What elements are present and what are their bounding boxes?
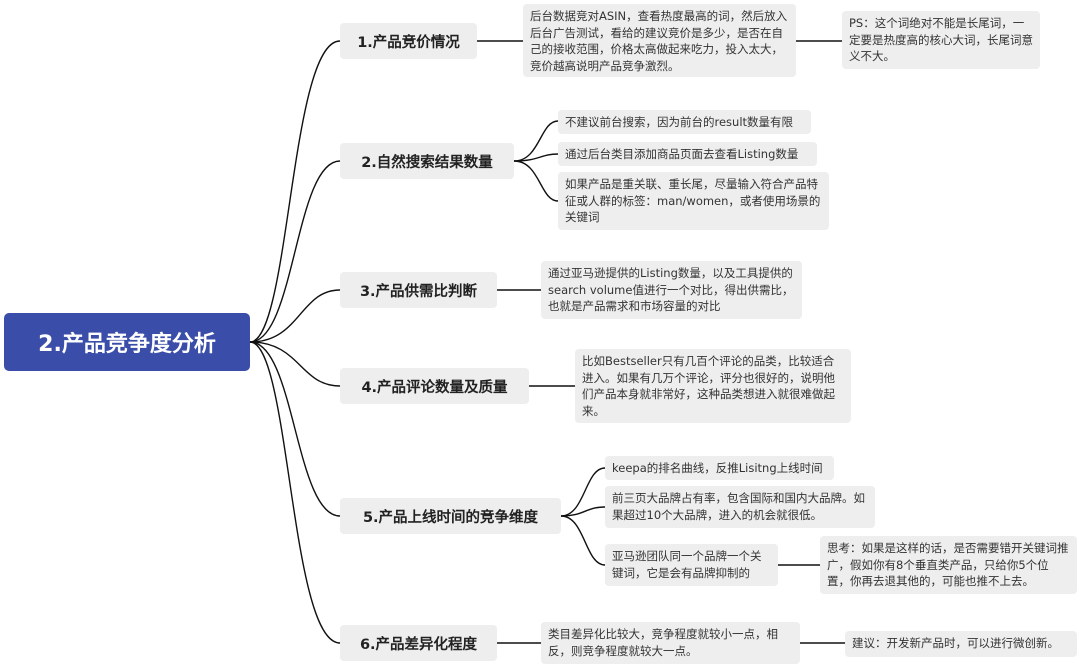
branch-topic-3[interactable]: 3.产品供需比判断 xyxy=(340,272,497,308)
leaf-topic-2-3[interactable]: 如果产品是重关联、重长尾，尽量输入符合产品特征或人群的标签：man/women，… xyxy=(558,172,829,230)
branch-topic-4[interactable]: 4.产品评论数量及质量 xyxy=(340,368,529,404)
root-topic[interactable]: 2.产品竞争度分析 xyxy=(4,313,250,371)
leaf-topic-5-1[interactable]: keepa的排名曲线，反推Lisitng上线时间 xyxy=(605,456,834,480)
leaf-topic-2-2[interactable]: 通过后台类目添加商品页面去查看Listing数量 xyxy=(558,142,817,166)
leaf-topic-3-1[interactable]: 通过亚马逊提供的Listing数量，以及工具提供的search volume值进… xyxy=(541,261,802,319)
connector-branch-2-leaf-2 xyxy=(513,153,559,162)
note-topic-1[interactable]: PS：这个词绝对不能是长尾词，一定要是热度高的核心大词，长尾词意义不大。 xyxy=(842,11,1040,69)
connector-branch-2-leaf-1 xyxy=(513,120,559,162)
branch-topic-1[interactable]: 1.产品竞价情况 xyxy=(340,23,477,59)
leaf-topic-1-1[interactable]: 后台数据竞对ASIN，查看热度最高的词，然后放入后台广告测试，看给的建议竞价是多… xyxy=(523,4,796,77)
branch-topic-5[interactable]: 5.产品上线时间的竞争维度 xyxy=(340,498,561,534)
leaf-topic-5-2[interactable]: 前三页大品牌占有率，包含国际和国内大品牌。如果超过10个大品牌，进入的机会就很低… xyxy=(605,486,875,528)
note-topic-6[interactable]: 建议：开发新产品时，可以进行微创新。 xyxy=(845,631,1077,657)
connector-root-branch-1 xyxy=(249,40,341,343)
note-topic-5[interactable]: 思考：如果是这样的话，是否需要错开关键词推广，假如你有8个垂直类产品，只给你5个… xyxy=(820,536,1077,594)
connector-branch-5-leaf-1 xyxy=(560,467,606,517)
leaf-topic-6-1[interactable]: 类目差异化比较大，竞争程度就较小一点，相反，则竞争程度就较大一点。 xyxy=(541,622,800,664)
connector-branch-2-leaf-3 xyxy=(513,160,559,202)
connector-root-branch-5 xyxy=(249,341,341,517)
branch-topic-2[interactable]: 2.自然搜索结果数量 xyxy=(340,143,514,179)
branch-topic-6[interactable]: 6.产品差异化程度 xyxy=(340,625,497,661)
connector-root-branch-3 xyxy=(249,289,341,343)
leaf-topic-2-1[interactable]: 不建议前台搜索，因为前台的result数量有限 xyxy=(558,110,811,134)
connector-branch-5-leaf-3 xyxy=(560,515,606,566)
connector-root-branch-2 xyxy=(249,160,341,343)
connector-branch-5-leaf-2 xyxy=(560,506,606,517)
connector-root-branch-6 xyxy=(249,341,341,644)
leaf-topic-5-3[interactable]: 亚马逊团队同一个品牌一个关键词，它是会有品牌抑制的 xyxy=(605,544,778,586)
leaf-topic-4-1[interactable]: 比如Bestseller只有几百个评论的品类，比较适合进入。如果有几万个评论，评… xyxy=(575,349,851,423)
connector-root-branch-4 xyxy=(249,341,341,387)
